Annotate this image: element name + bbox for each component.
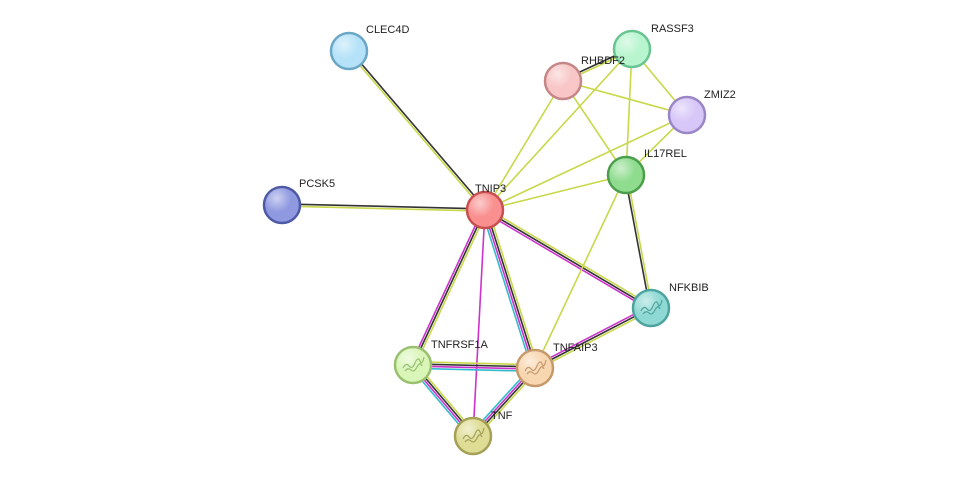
node-highlight <box>265 188 299 222</box>
node-label: RASSF3 <box>651 23 694 35</box>
node-tnip3[interactable]: TNIP3 <box>465 183 506 230</box>
edge-nfkbib-tnfaip3[interactable] <box>533 305 653 371</box>
node-highlight <box>670 98 704 132</box>
edge-evidence-line <box>484 114 688 211</box>
node-tnf[interactable]: TNF <box>453 410 513 456</box>
edge-il17rel-tnfaip3[interactable] <box>534 174 627 369</box>
edge-evidence-line <box>534 174 627 369</box>
node-nfkbib[interactable]: NFKBIB <box>631 282 709 328</box>
edge-evidence-line <box>487 208 539 368</box>
edge-evidence-line <box>625 48 633 176</box>
edge-evidence-line <box>349 49 487 210</box>
node-highlight <box>456 419 490 453</box>
node-tnfaip3[interactable]: TNFAIP3 <box>515 342 598 388</box>
node-rassf3[interactable]: RASSF3 <box>612 23 694 69</box>
node-pcsk5[interactable]: PCSK5 <box>262 178 335 225</box>
node-clec4d[interactable]: CLEC4D <box>329 24 409 71</box>
protein-structure-icon <box>402 356 425 372</box>
edge-evidence-line <box>484 209 652 309</box>
node-highlight <box>615 32 649 66</box>
edge-tnip3-il17rel[interactable] <box>484 174 627 211</box>
node-highlight <box>468 193 502 227</box>
edge-evidence-line <box>412 365 535 370</box>
protein-structure-icon <box>640 299 663 315</box>
edge-evidence-line <box>472 209 486 437</box>
edge-tnip3-nfkbib[interactable] <box>483 207 653 311</box>
node-tnfrsf1a[interactable]: TNFRSF1A <box>393 339 489 385</box>
node-rhbdf2[interactable]: RHBDF2 <box>543 55 625 101</box>
edge-rassf3-il17rel[interactable] <box>625 48 633 176</box>
edge-evidence-line <box>484 48 633 211</box>
node-label: NFKBIB <box>669 282 709 294</box>
edge-evidence-line <box>533 305 651 367</box>
edge-tnip3-rhbdf2[interactable] <box>484 80 564 211</box>
edge-evidence-line <box>413 360 536 366</box>
node-highlight <box>634 291 668 325</box>
node-label: RHBDF2 <box>581 55 625 67</box>
edge-evidence-line <box>484 80 564 211</box>
edge-tnip3-tnfaip3[interactable] <box>481 208 539 370</box>
edge-evidence-line <box>414 210 488 367</box>
node-label: PCSK5 <box>299 178 335 190</box>
edge-rhbdf2-zmiz2[interactable] <box>562 80 688 116</box>
edge-evidence-line <box>412 367 535 373</box>
edge-tnip3-tnf[interactable] <box>472 209 486 437</box>
edge-evidence-line <box>483 210 535 369</box>
protein-structure-icon <box>524 359 547 375</box>
edge-evidence-line <box>281 205 485 212</box>
edge-tnip3-rassf3[interactable] <box>484 48 633 211</box>
edge-evidence-line <box>484 174 627 211</box>
node-highlight <box>396 348 430 382</box>
node-highlight <box>332 34 366 68</box>
node-label: TNF <box>491 410 513 422</box>
node-highlight <box>546 64 580 98</box>
node-label: CLEC4D <box>366 24 409 36</box>
node-label: TNFAIP3 <box>553 342 598 354</box>
edge-tnip3-clec4d[interactable] <box>347 49 487 212</box>
edge-layer <box>281 47 688 439</box>
edge-evidence-line <box>534 307 652 369</box>
node-highlight <box>518 351 552 385</box>
edge-evidence-line <box>483 211 651 311</box>
edge-evidence-line <box>562 80 688 116</box>
edge-evidence-line <box>413 363 536 368</box>
node-highlight <box>609 158 643 192</box>
edge-evidence-line <box>624 175 651 309</box>
edge-evidence-line <box>485 207 653 307</box>
edge-tnfrsf1a-tnfaip3[interactable] <box>412 360 536 373</box>
edge-evidence-line <box>535 309 653 371</box>
edge-il17rel-nfkbib[interactable] <box>624 174 653 309</box>
edge-tnip3-pcsk5[interactable] <box>281 203 486 212</box>
edge-evidence-line <box>481 210 533 370</box>
node-label: TNIP3 <box>475 183 506 195</box>
edge-evidence-line <box>347 51 485 212</box>
edge-evidence-line <box>410 208 484 365</box>
node-label: ZMIZ2 <box>704 89 736 101</box>
edge-evidence-line <box>626 174 653 308</box>
node-label: IL17REL <box>644 148 687 160</box>
node-il17rel[interactable]: IL17REL <box>606 148 687 195</box>
edge-tnip3-zmiz2[interactable] <box>484 114 688 211</box>
protein-structure-icon <box>462 427 485 443</box>
node-label: TNFRSF1A <box>431 339 489 351</box>
edge-evidence-line <box>412 209 486 366</box>
node-zmiz2[interactable]: ZMIZ2 <box>667 89 736 135</box>
edge-evidence-line <box>282 203 486 210</box>
edge-evidence-line <box>485 209 537 368</box>
edge-tnip3-tnfrsf1a[interactable] <box>410 208 488 367</box>
